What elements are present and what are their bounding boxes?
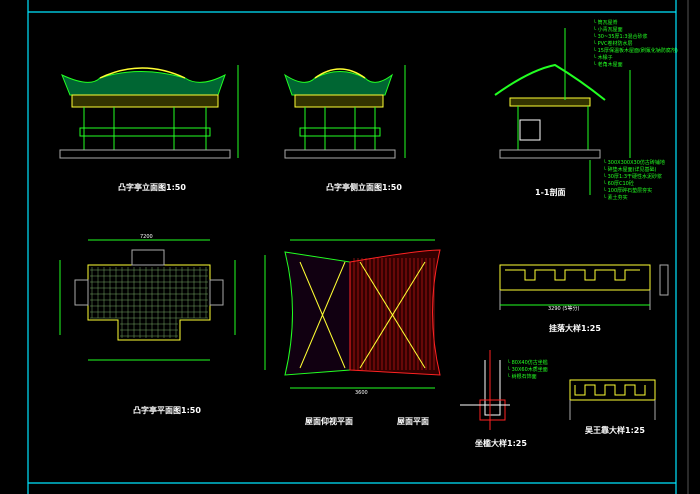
note-line: └ 30~35厚1:3混合砂浆: [593, 34, 648, 40]
floor-notes: └ 300X300X30仿古砖铺地└ 碎垫木屋面(详见基础)└ 30厚1:3干硬…: [603, 160, 665, 202]
note-line: └ 碎垫木屋面(详见基础): [603, 167, 657, 173]
note-line: └ 60厚C10砼: [603, 181, 634, 187]
note-line: └ 30厚1:3干硬性水泥砂浆: [603, 174, 663, 180]
plan-dim: 7200: [140, 234, 153, 240]
roof-plan-drawing: [264, 239, 441, 389]
note-line: └ 树根石饰面: [507, 374, 537, 380]
roof-dim: 3600: [355, 390, 368, 396]
note-line: └ 素土夯实: [603, 195, 628, 201]
section-title: 1-1剖面: [535, 188, 566, 197]
bench-detail-title: 吴王靠大样1:25: [585, 426, 645, 435]
note-line: └ 15厚保温板木屋面(刷氟化钠防腐剂): [593, 48, 678, 54]
roof-notes: └ 筒瓦屋脊└ 小青瓦屋面└ 30~35厚1:3混合砂浆└ PVC卷材防水层└ …: [593, 20, 678, 69]
note-line: └ 30X60木质坐面: [507, 367, 548, 373]
seat-notes: └ 80X40仿古坐槛└ 30X60木质坐面└ 树根石饰面: [507, 360, 548, 381]
plan-drawing: [59, 239, 236, 361]
roof-plan-title: 屋面平面: [397, 417, 429, 426]
plan-title: 凸字亭平面图1:50: [133, 406, 201, 415]
side-elevation-drawing: [284, 65, 406, 159]
note-line: └ 筒瓦屋脊: [593, 20, 618, 26]
front-elevation-title: 凸字亭立面图1:50: [118, 183, 186, 192]
seat-detail-drawing: [460, 350, 510, 430]
note-line: └ 300X300X30仿古砖铺地: [603, 160, 665, 166]
side-elevation-title: 凸字亭侧立面图1:50: [326, 183, 402, 192]
bench-detail-drawing: [569, 379, 656, 420]
roof-underside-title: 屋面仰视平面: [305, 417, 353, 426]
note-line: └ 100厚碎石垫层夯实: [603, 188, 653, 194]
hanging-detail-drawing: [499, 264, 669, 310]
section-drawing: [494, 28, 631, 195]
sheet-frame: [27, 0, 677, 494]
note-line: └ PVC卷材防水层: [593, 41, 633, 47]
hanging-dim: 3290 (5等分): [548, 306, 580, 312]
note-line: └ 木椽子: [593, 55, 613, 61]
seat-detail-title: 坐槛大样1:25: [475, 439, 527, 448]
note-line: └ 小青瓦屋面: [593, 27, 623, 33]
front-elevation-drawing: [59, 65, 239, 159]
hanging-detail-title: 挂落大样1:25: [549, 324, 601, 333]
note-line: └ 80X40仿古坐槛: [507, 360, 548, 366]
note-line: └ 老角木屋面: [593, 62, 623, 68]
